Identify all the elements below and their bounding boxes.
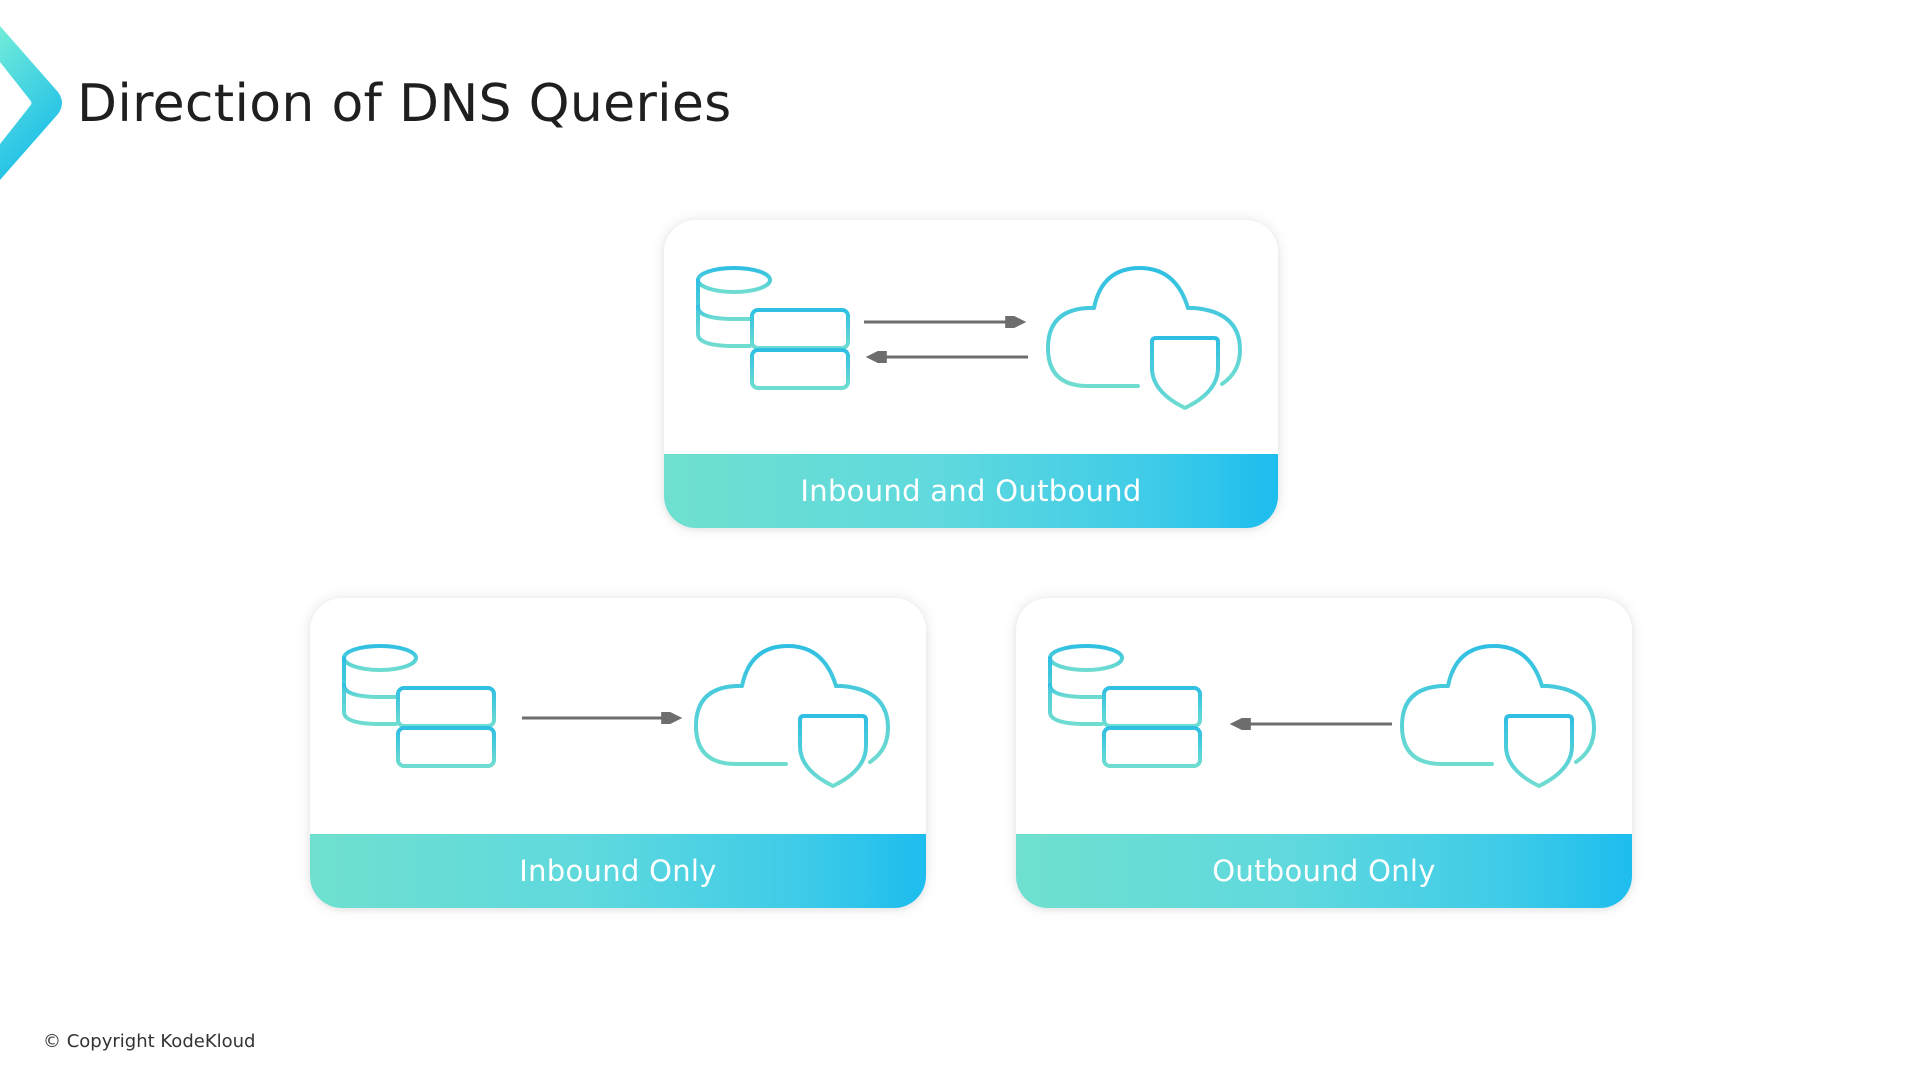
cloud-shield-icon	[1044, 264, 1244, 412]
card-inbound-and-outbound: Inbound and Outbound	[664, 220, 1278, 528]
cloud-shield-icon	[1398, 642, 1598, 790]
card-outbound-only: Outbound Only	[1016, 598, 1632, 908]
card-footer: Inbound and Outbound	[664, 454, 1278, 528]
card-footer: Outbound Only	[1016, 834, 1632, 908]
card-label: Inbound Only	[519, 854, 717, 888]
copyright-text: © Copyright KodeKloud	[43, 1031, 256, 1052]
card-label: Inbound and Outbound	[800, 474, 1142, 508]
database-server-icon	[1048, 642, 1204, 790]
arrow-left-icon	[1229, 718, 1392, 730]
database-server-icon	[696, 264, 852, 412]
card-inbound-only: Inbound Only	[310, 598, 926, 908]
arrow-left-icon	[865, 351, 1028, 363]
cloud-shield-icon	[692, 642, 892, 790]
card-body	[1016, 598, 1632, 832]
page-title: Direction of DNS Queries	[77, 74, 732, 134]
brand-chevron-icon	[0, 26, 62, 180]
database-server-icon	[342, 642, 498, 790]
arrow-right-icon	[522, 712, 683, 724]
card-label: Outbound Only	[1212, 854, 1436, 888]
card-body	[664, 220, 1278, 454]
card-body	[310, 598, 926, 832]
card-footer: Inbound Only	[310, 834, 926, 908]
arrow-right-icon	[864, 316, 1027, 328]
